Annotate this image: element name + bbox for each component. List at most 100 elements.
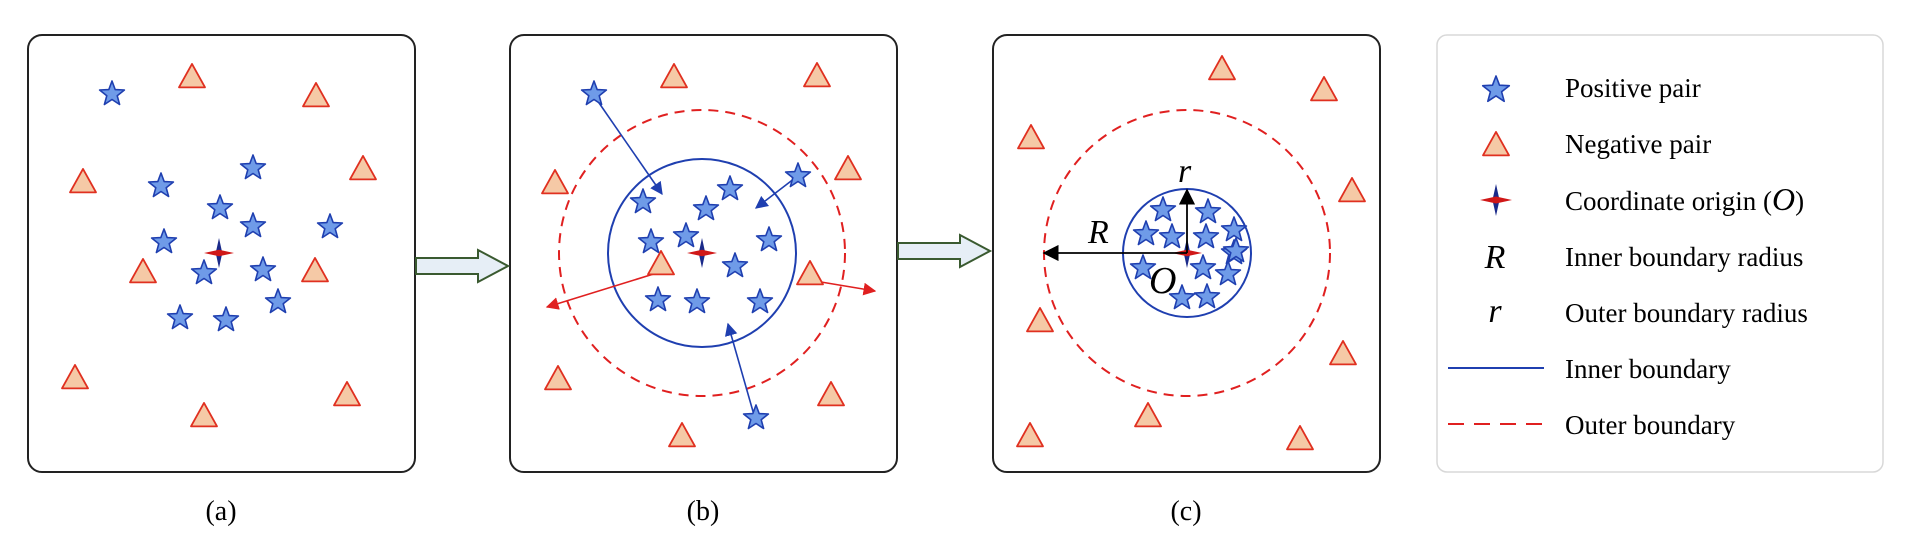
coordinate-origin-markers bbox=[204, 238, 1202, 268]
panel-b-caption: (b) bbox=[687, 496, 720, 527]
negative-pair-triangle bbox=[1017, 124, 1045, 150]
panel-b-inner-boundary bbox=[607, 158, 797, 348]
positive-pair-star bbox=[190, 259, 218, 285]
positive-pair-star bbox=[1168, 284, 1196, 310]
negative-pair-triangle bbox=[660, 63, 688, 89]
positive-pair-star bbox=[264, 288, 292, 314]
panel-b-outer-boundary bbox=[558, 109, 846, 397]
positive-pair-star bbox=[1149, 196, 1177, 222]
positive-pair-star bbox=[316, 213, 344, 239]
negative-pair-triangle bbox=[796, 260, 824, 286]
legend-frame bbox=[1436, 34, 1884, 473]
negative-pair-triangle bbox=[190, 402, 218, 428]
positive-pair-star bbox=[1194, 198, 1222, 224]
coordinate-origin-marker bbox=[687, 238, 717, 268]
negative-pair-triangle bbox=[1208, 55, 1236, 81]
positive-pair-star bbox=[784, 162, 812, 188]
pull-arrow-bottom bbox=[725, 322, 755, 416]
legend-origin-icon bbox=[1480, 184, 1512, 216]
negative-pair-triangle bbox=[302, 82, 330, 108]
negative-pair-triangle bbox=[349, 155, 377, 181]
legend-label-inner-boundary: Inner boundary bbox=[1565, 354, 1731, 384]
negative-pair-triangle bbox=[541, 169, 569, 195]
positive-pair-star bbox=[644, 286, 672, 312]
negative-pair-triangle bbox=[668, 422, 696, 448]
panel-c-caption: (c) bbox=[1170, 496, 1201, 527]
positive-pair-star bbox=[580, 80, 608, 106]
positive-pair-star bbox=[755, 226, 783, 252]
coordinate-origin-marker bbox=[204, 238, 234, 268]
legend-label-outer-boundary: Outer boundary bbox=[1565, 410, 1736, 440]
negative-pair-markers bbox=[61, 55, 1366, 451]
panel-a-caption: (a) bbox=[205, 496, 236, 527]
negative-pair-triangle bbox=[1329, 340, 1357, 366]
positive-pair-star bbox=[1192, 223, 1220, 249]
positive-pair-star bbox=[629, 188, 657, 214]
legend-label-negative: Negative pair bbox=[1565, 129, 1711, 159]
positive-pair-star bbox=[147, 172, 175, 198]
outer-radius-label: R bbox=[1087, 214, 1109, 251]
negative-pair-triangle bbox=[1016, 422, 1044, 448]
legend-label-origin: Coordinate origin (O) bbox=[1565, 181, 1804, 217]
legend-label-positive: Positive pair bbox=[1565, 73, 1701, 103]
negative-pair-triangle bbox=[61, 364, 89, 390]
negative-pair-triangle bbox=[1134, 402, 1162, 428]
positive-pair-star bbox=[98, 80, 126, 106]
negative-pair-triangle bbox=[834, 155, 862, 181]
negative-pair-triangle bbox=[1286, 425, 1314, 451]
positive-pair-star bbox=[742, 404, 770, 430]
push-arrow-right bbox=[814, 280, 877, 296]
positive-pair-star bbox=[166, 304, 194, 330]
positive-pair-star bbox=[672, 222, 700, 248]
positive-pair-star bbox=[1193, 283, 1221, 309]
negative-pair-triangle bbox=[1026, 307, 1054, 333]
negative-pair-triangle bbox=[333, 381, 361, 407]
negative-pair-triangle bbox=[817, 381, 845, 407]
positive-pair-star bbox=[1214, 260, 1242, 286]
positive-pair-star bbox=[692, 195, 720, 221]
negative-pair-triangle bbox=[129, 258, 157, 284]
positive-pair-star bbox=[1132, 220, 1160, 246]
legend-label-outer-radius: Outer boundary radius bbox=[1565, 298, 1808, 328]
legend-symbols bbox=[1480, 75, 1512, 216]
positive-pair-star bbox=[239, 212, 267, 238]
negative-pair-triangle bbox=[647, 250, 675, 276]
block-arrow-b-to-c bbox=[897, 233, 993, 269]
positive-pair-markers bbox=[98, 80, 1250, 430]
positive-pair-star bbox=[716, 175, 744, 201]
legend: R r Positive pair Negative pair Coordina… bbox=[1448, 73, 1808, 440]
positive-pair-star bbox=[1158, 223, 1186, 249]
positive-pair-star bbox=[212, 306, 240, 332]
pull-arrow-top-right bbox=[754, 177, 796, 209]
positive-pair-star bbox=[721, 252, 749, 278]
positive-pair-star bbox=[1129, 254, 1157, 280]
negative-pair-triangle bbox=[301, 257, 329, 283]
origin-label: O bbox=[1149, 260, 1176, 302]
positive-pair-star bbox=[150, 228, 178, 254]
negative-pair-triangle bbox=[178, 63, 206, 89]
negative-pair-triangle bbox=[69, 168, 97, 194]
pull-arrow-top-left bbox=[596, 99, 663, 196]
positive-pair-star bbox=[683, 288, 711, 314]
block-arrow-a-to-b bbox=[415, 248, 511, 284]
negative-pair-triangle bbox=[1338, 177, 1366, 203]
legend-triangle-icon bbox=[1482, 131, 1510, 157]
legend-label-inner-radius: Inner boundary radius bbox=[1565, 242, 1803, 272]
positive-pair-star bbox=[206, 194, 234, 220]
positive-pair-star bbox=[1220, 216, 1248, 242]
negative-pair-triangle bbox=[803, 62, 831, 88]
positive-pair-star bbox=[249, 256, 277, 282]
legend-R-symbol: R bbox=[1484, 239, 1506, 276]
positive-pair-star bbox=[1189, 254, 1217, 280]
legend-star-icon bbox=[1481, 75, 1511, 103]
legend-r-symbol: r bbox=[1488, 293, 1502, 330]
positive-pair-star bbox=[239, 154, 267, 180]
positive-pair-star bbox=[637, 228, 665, 254]
negative-pair-triangle bbox=[544, 365, 572, 391]
push-arrow-left bbox=[545, 271, 661, 310]
inner-radius-label: r bbox=[1178, 153, 1192, 190]
positive-pair-star bbox=[746, 288, 774, 314]
negative-pair-triangle bbox=[1310, 76, 1338, 102]
positive-pair-star bbox=[1222, 237, 1250, 263]
